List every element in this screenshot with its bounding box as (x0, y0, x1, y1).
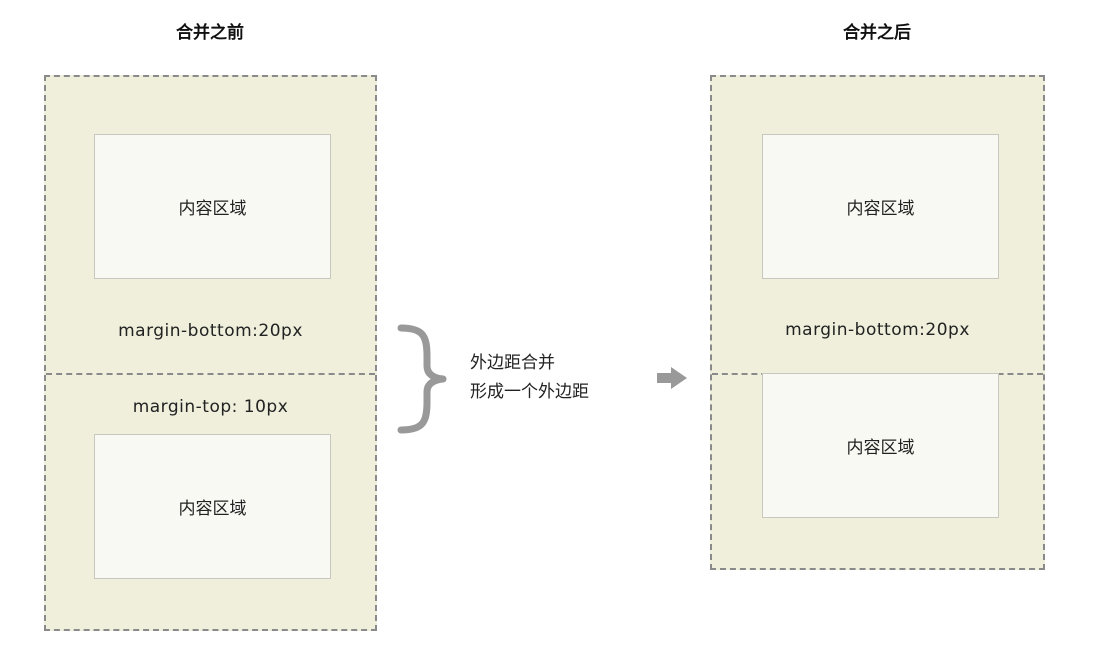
right-arrow-icon (657, 367, 687, 389)
before-top-content-box: 内容区域 (94, 134, 331, 279)
before-diagram: 内容区域 margin-bottom:20px margin-top: 10px… (44, 75, 377, 631)
after-title: 合并之后 (843, 23, 911, 43)
after-margin-bottom-label: margin-bottom:20px (785, 320, 970, 340)
merge-caption: 外边距合并 形成一个外边距 (470, 349, 589, 407)
caption-line-2: 形成一个外边距 (470, 382, 589, 402)
after-top-content-box: 内容区域 (762, 134, 999, 279)
after-bottom-content-box: 内容区域 (762, 373, 999, 518)
caption-line-1: 外边距合并 (470, 353, 555, 373)
before-margin-top-label: margin-top: 10px (132, 397, 289, 417)
before-title: 合并之前 (176, 23, 244, 43)
before-divider-line (46, 373, 375, 375)
after-diagram: 内容区域 margin-bottom:20px 内容区域 (710, 75, 1045, 570)
before-bottom-content-box: 内容区域 (94, 434, 331, 579)
curly-brace-connector (397, 324, 447, 434)
before-margin-bottom-label: margin-bottom:20px (118, 321, 303, 341)
